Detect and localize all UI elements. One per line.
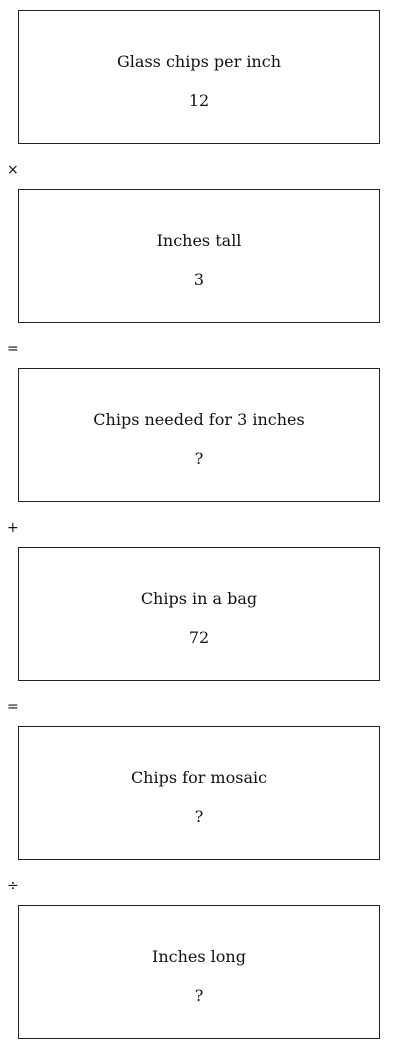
- box-value: 3: [193, 270, 205, 289]
- box-value: ?: [194, 807, 204, 826]
- equals-operator: =: [7, 341, 19, 357]
- chips-needed-box: Chips needed for 3 inches ?: [18, 368, 380, 502]
- chips-in-bag-box: Chips in a bag 72: [18, 547, 380, 681]
- divide-operator: ÷: [7, 878, 19, 894]
- box-label: Glass chips per inch: [117, 52, 281, 71]
- box-label: Chips for mosaic: [130, 768, 268, 787]
- box-value: ?: [194, 449, 204, 468]
- box-value: 12: [188, 91, 210, 110]
- box-label: Chips in a bag: [140, 589, 258, 608]
- box-value: 72: [188, 628, 210, 647]
- multiply-operator: ×: [7, 162, 19, 178]
- glass-chips-per-inch-box: Glass chips per inch 12: [18, 10, 380, 144]
- box-label: Inches tall: [156, 231, 242, 250]
- chips-for-mosaic-box: Chips for mosaic ?: [18, 726, 380, 860]
- box-label: Inches long: [152, 947, 246, 966]
- equals-operator: =: [7, 699, 19, 715]
- plus-operator: +: [7, 520, 19, 536]
- box-label: Chips needed for 3 inches: [93, 410, 305, 429]
- inches-long-box: Inches long ?: [18, 905, 380, 1039]
- inches-tall-box: Inches tall 3: [18, 189, 380, 323]
- box-value: ?: [194, 986, 204, 1005]
